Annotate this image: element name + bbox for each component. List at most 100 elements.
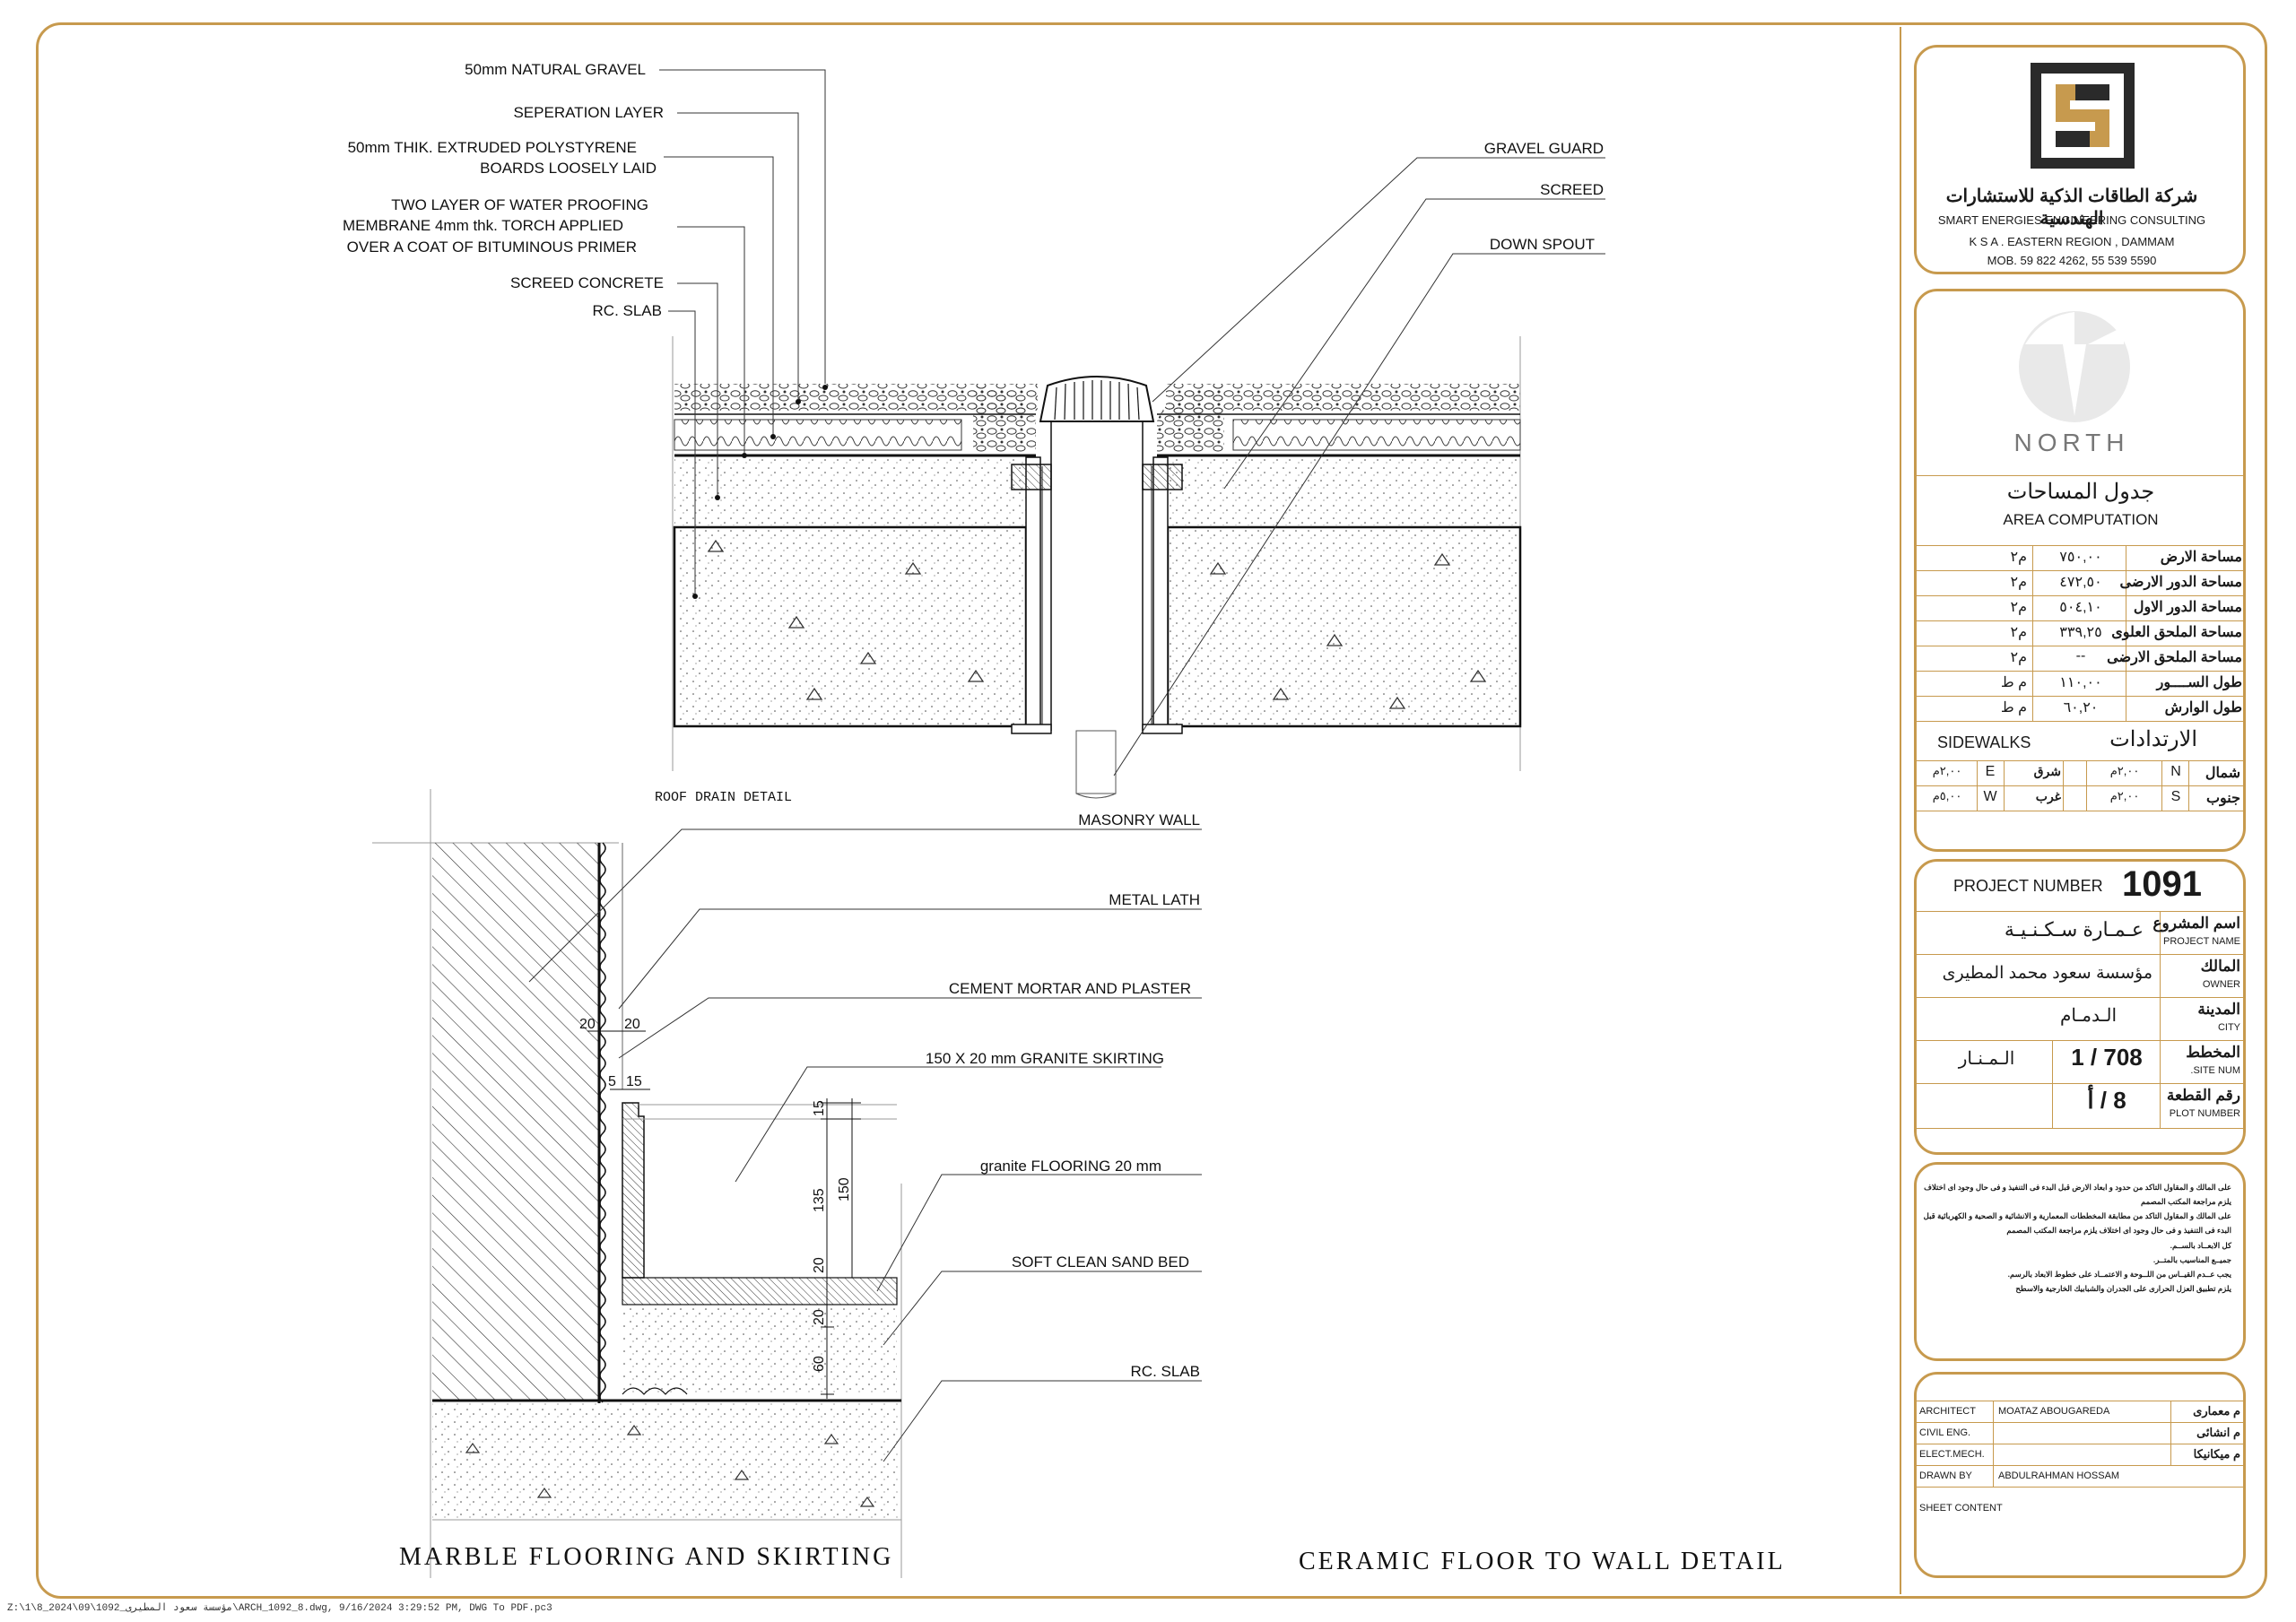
label-gravel-guard: GRAVEL GUARD	[1484, 140, 1604, 157]
dim-15: 15	[812, 1100, 827, 1116]
elect-label-ar: م ميكانيكا	[2193, 1447, 2240, 1461]
site-label-ar: المخطط	[2186, 1044, 2240, 1061]
area-row-unit: م٢	[2010, 625, 2028, 640]
dim-20-bed: 20	[812, 1309, 827, 1325]
city-label-en: CITY	[2217, 1022, 2240, 1033]
area-row-label: مساحة الدور الارضى	[2119, 575, 2242, 590]
city-label-ar: المدينة	[2197, 1001, 2240, 1018]
owner-label-en: OWNER	[2202, 979, 2240, 990]
area-row-label: طول الســــور	[2156, 675, 2242, 690]
city-name: الـدمـام	[2059, 1006, 2117, 1026]
area-row-label: مساحة الملحق الارضى	[2107, 650, 2242, 665]
plot-number: 8 / أ	[2087, 1087, 2126, 1114]
area-title-en: AREA COMPUTATION	[2003, 511, 2159, 528]
site-number: 1 / 708	[2071, 1044, 2143, 1071]
area-row-label: طول الوارش	[2164, 700, 2242, 716]
ceramic-title: CERAMIC FLOOR TO WALL DETAIL	[1299, 1548, 1786, 1575]
label-screed: SCREED	[1540, 181, 1604, 198]
label-screed-concrete: SCREED CONCRETE	[510, 274, 664, 291]
owner-name: مؤسسة سعود محمد المطيرى	[1942, 964, 2152, 983]
project-box	[1914, 859, 2246, 1155]
sidewalks-ar: الارتدادات	[2109, 727, 2197, 751]
credits-box	[1914, 1372, 2246, 1578]
sidewalk-east-en: E	[1985, 764, 1996, 779]
sidewalk-west-ar: غرب	[2035, 789, 2061, 803]
dim-135: 135	[812, 1188, 827, 1212]
area-row-value: ٥٠٤,١٠	[2059, 600, 2102, 615]
area-row-label: مساحة الملحق العلوى	[2111, 625, 2242, 640]
roof-drain-title: ROOF DRAIN DETAIL	[655, 790, 792, 805]
note-item: يجب عــدم القيــاس من اللــوحة و الاعتمـ…	[2007, 1269, 2231, 1279]
dim-60: 60	[812, 1356, 827, 1372]
dim-150: 150	[837, 1177, 852, 1201]
label-sand-bed: SOFT CLEAN SAND BED	[1012, 1253, 1189, 1271]
area-row-value: --	[2075, 648, 2086, 664]
area-row-unit: م٢	[2010, 600, 2028, 615]
area-row-label: مساحة الدور الاول	[2133, 600, 2242, 615]
north-arrow-icon	[2019, 311, 2130, 422]
note-item: على المالك و المقاول التاكد من مطابقة ال…	[1923, 1211, 2231, 1236]
area-row-value: ٣٣٩,٢٥	[2059, 625, 2102, 640]
company-name-en: SMART ENERGIES ENGINEERING CONSULTING	[1937, 213, 2206, 227]
sidewalks-en: SIDEWALKS	[1937, 733, 2031, 751]
label-waterproofing-2: MEMBRANE 4mm thk. TORCH APPLIED	[343, 217, 623, 234]
note-item: كل الابعــاد بالســم.	[2170, 1240, 2231, 1250]
sheet-content-label: SHEET CONTENT	[1919, 1503, 2003, 1514]
dim-20-floor: 20	[812, 1257, 827, 1273]
label-polystyrene-1: 50mm THIK. EXTRUDED POLYSTYRENE	[348, 139, 637, 156]
label-separation-layer: SEPERATION LAYER	[513, 104, 664, 121]
label-masonry-wall: MASONRY WALL	[1078, 811, 1200, 828]
area-row-unit: م٢	[2010, 550, 2028, 565]
area-row-unit: م٢	[2010, 650, 2028, 665]
dim-20-right: 20	[624, 1017, 640, 1032]
sidewalk-east-value: ٢,٠٠م	[1932, 764, 1962, 777]
area-row-label: مساحة الارض	[2160, 550, 2242, 565]
architect-name: MOATAZ ABOUGAREDA	[1998, 1406, 2110, 1417]
sidewalk-south-ar: جنوب	[2205, 791, 2240, 806]
file-path-footer: Z:\1\8_مؤسسة سعود المطيرى_1092\09\2024\A…	[7, 1603, 552, 1614]
dim-5: 5	[608, 1074, 616, 1089]
label-down-spout: DOWN SPOUT	[1490, 236, 1595, 253]
label-rc-slab-floor: RC. SLAB	[1131, 1363, 1200, 1380]
label-waterproofing-3: OVER A COAT OF BITUMINOUS PRIMER	[347, 239, 637, 256]
label-granite-skirting: 150 X 20 mm GRANITE SKIRTING	[926, 1050, 1164, 1067]
sidewalk-north-ar: شمال	[2205, 766, 2240, 781]
label-waterproofing-1: TWO LAYER OF WATER PROOFING	[391, 196, 648, 213]
project-number-label: PROJECT NUMBER	[1953, 877, 2103, 895]
project-name-label-en: PROJECT NAME	[2163, 936, 2240, 947]
sidewalk-north-en: N	[2170, 764, 2181, 779]
plot-label-en: PLOT NUMBER	[2169, 1108, 2240, 1119]
company-name-ar: شركة الطاقات الذكية للاستشارات الهندسية	[1945, 186, 2198, 229]
area-row-unit: م ط	[2000, 675, 2027, 690]
sidewalk-west-value: ٥,٠٠م	[1932, 789, 1962, 802]
area-row-value: ٦٠,٢٠	[2063, 700, 2099, 716]
area-title-ar: جدول المساحات	[2006, 480, 2155, 504]
site-area-name: الـمـنـار	[1958, 1049, 2015, 1069]
civil-label: CIVIL ENG.	[1919, 1427, 1971, 1438]
label-polystyrene-2: BOARDS LOOSELY LAID	[480, 160, 657, 177]
skirting-title: MARBLE FLOORING AND SKIRTING	[399, 1543, 893, 1571]
notes-box	[1914, 1162, 2246, 1361]
architect-label: ARCHITECT	[1919, 1406, 1976, 1417]
drawn-by-label: DRAWN BY	[1919, 1470, 1972, 1481]
dim-20-left: 20	[579, 1017, 596, 1032]
area-row-unit: م ط	[2000, 700, 2027, 716]
site-label-en: SITE NUM.	[2190, 1065, 2240, 1076]
project-name: عـمـارة سـكـنـيـة	[2004, 918, 2144, 941]
company-mobile: MOB. 59 822 4262, 55 539 5590	[1987, 254, 2157, 267]
plot-label-ar: رقم القطعة	[2166, 1087, 2240, 1104]
architect-label-ar: م معمارى	[2193, 1404, 2240, 1418]
title-block-divider	[1900, 27, 1901, 1594]
project-number: 1091	[2122, 864, 2202, 904]
sheet-frame	[36, 22, 2267, 1599]
area-row-value: ١١٠,٠٠	[2059, 675, 2102, 690]
roof-drain-detail: 50mm NATURAL GRAVEL SEPERATION LAYER 50m…	[343, 61, 1605, 805]
company-region: K S A . EASTERN REGION , DAMMAM	[1969, 235, 2175, 248]
elect-label: ELECT.MECH.	[1919, 1449, 1985, 1460]
general-notes: على المالك و المقاول التاكد من حدود و اب…	[1918, 1180, 2231, 1296]
sidewalk-east-ar: شرق	[2033, 764, 2061, 778]
area-row-unit: م٢	[2010, 575, 2028, 590]
civil-label-ar: م انشائى	[2196, 1426, 2240, 1439]
label-metal-lath: METAL LATH	[1109, 891, 1200, 908]
note-item: يلزم تطبيق العزل الحرارى على الجدران وال…	[2015, 1283, 2231, 1293]
